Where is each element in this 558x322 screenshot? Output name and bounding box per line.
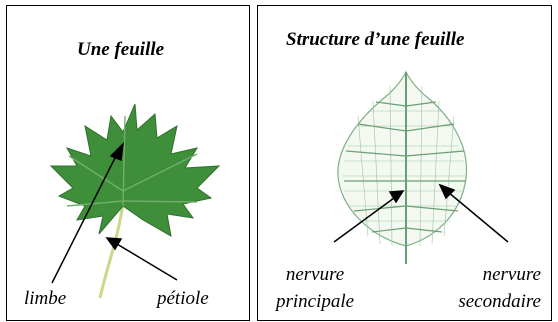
left-panel: Une feuille limbe pétiole: [6, 5, 250, 321]
label-petiole: pétiole: [157, 285, 209, 312]
label-nervure-principale-line1: nervure: [276, 261, 354, 288]
label-nervure-secondaire-line1: nervure: [458, 261, 541, 288]
label-nervure-principale: nervure principale: [276, 261, 354, 315]
leaf-blade: [51, 104, 219, 236]
label-nervure-secondaire: nervure secondaire: [458, 261, 541, 315]
skeleton-outline: [338, 72, 467, 246]
maple-leaf-icon: [7, 6, 251, 322]
label-nervure-principale-line2: principale: [276, 288, 354, 315]
arrow-petiole: [107, 238, 177, 280]
right-panel: Structure d’une feuille: [257, 5, 552, 321]
label-limbe: limbe: [24, 285, 66, 312]
label-nervure-secondaire-line2: secondaire: [458, 288, 541, 315]
